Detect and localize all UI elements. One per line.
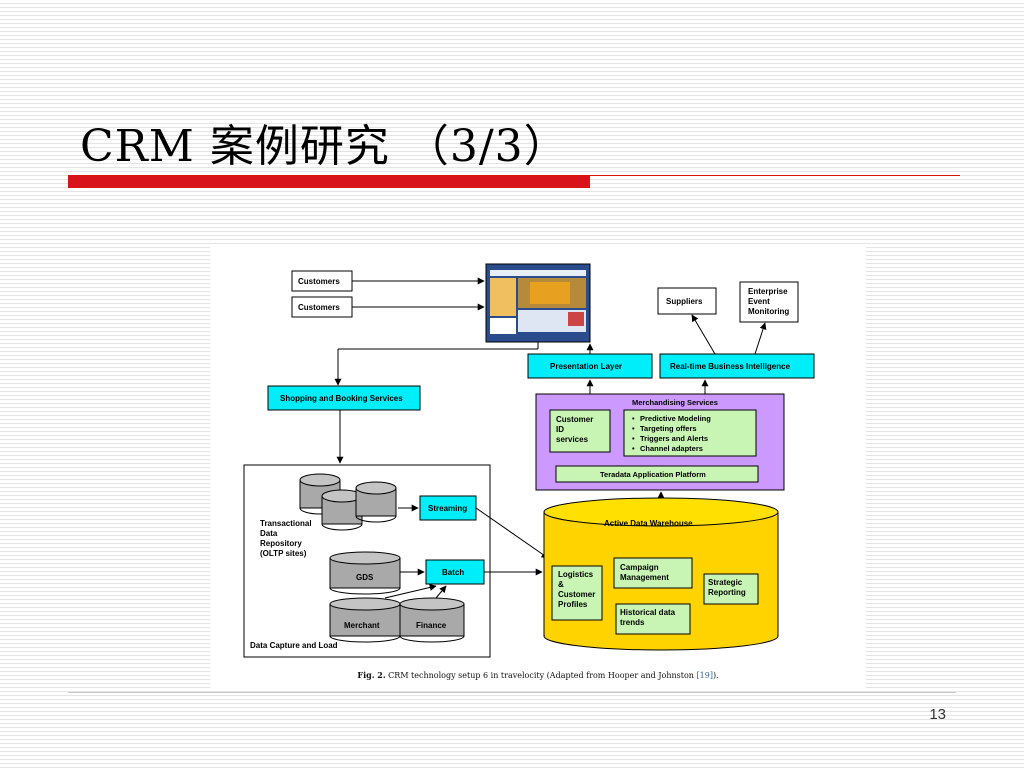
arrow-bi-suppliers — [691, 314, 716, 355]
enterprise-label-2: Event — [748, 297, 770, 306]
realtime-bi-label: Real-time Business Intelligence — [670, 362, 791, 371]
customer-id-label-1: Customer — [556, 415, 593, 424]
teradata-platform-label: Teradata Application Platform — [600, 470, 706, 479]
teradata-platform-box — [555, 465, 759, 483]
caption-end: ). — [712, 671, 719, 680]
figure-caption: Fig. 2. CRM technology setup 6 in travel… — [210, 670, 866, 680]
customers-label-2: Customers — [298, 303, 340, 312]
footer-rule — [68, 692, 956, 693]
logistics-label-1: Logistics — [558, 570, 594, 579]
customer-id-label-3: services — [556, 435, 589, 444]
logistics-label-3: Customer — [558, 590, 595, 599]
customer-id-box — [549, 409, 611, 453]
transactional-repo-label-4: (OLTP sites) — [260, 549, 307, 558]
caption-label: Fig. 2. — [357, 670, 386, 680]
batch-box — [425, 559, 485, 585]
arrow-finance-batch — [435, 585, 447, 599]
crm-architecture-figure: Customers Customers Suppliers Enterprise… — [210, 246, 866, 690]
realtime-bi-box — [659, 353, 815, 379]
batch-label: Batch — [442, 568, 464, 577]
presentation-layer-box — [527, 353, 653, 379]
bullet-dot-4: • — [632, 444, 635, 453]
finance-label: Finance — [416, 621, 447, 630]
shopping-booking-box — [267, 385, 421, 411]
slide-title: CRM 案例研究 （3/3） — [80, 121, 569, 172]
historical-label-1: Historical data — [620, 608, 676, 617]
streaming-box — [419, 495, 477, 521]
merchandising-title: Merchandising Services — [632, 398, 718, 407]
data-capture-load-label: Data Capture and Load — [250, 641, 338, 650]
title-underline-red — [68, 175, 590, 188]
oltp-database-cylinder-2 — [321, 489, 363, 531]
presentation-layer-label: Presentation Layer — [550, 362, 622, 371]
merchant-database-cylinder — [329, 597, 401, 643]
bullet-channel-adapters: Channel adapters — [640, 444, 703, 453]
strategic-label-1: Strategic — [708, 578, 743, 587]
caption-text: CRM technology setup 6 in travelocity (A… — [388, 671, 697, 680]
transactional-repo-label-3: Repository — [260, 539, 302, 548]
arrow-streaming-warehouse — [475, 507, 549, 559]
caption-reference-link[interactable]: [19] — [696, 671, 713, 680]
warehouse-title: Active Data Warehouse — [604, 519, 693, 528]
gds-database-cylinder — [329, 551, 401, 595]
suppliers-label: Suppliers — [666, 297, 703, 306]
architecture-diagram: Customers Customers Suppliers Enterprise… — [243, 263, 815, 658]
gds-label: GDS — [356, 573, 374, 582]
historical-label-2: trends — [620, 618, 645, 627]
finance-database-cylinder — [399, 597, 465, 643]
slide-number: 13 — [929, 706, 946, 723]
logistics-box — [551, 565, 603, 621]
merch-capabilities-box — [623, 409, 757, 457]
bullet-dot-1: • — [632, 414, 635, 423]
bullet-targeting-offers: Targeting offers — [640, 424, 697, 433]
bullet-dot-3: • — [632, 434, 635, 443]
bullet-dot-2: • — [632, 424, 635, 433]
strategic-label-2: Reporting — [708, 588, 746, 597]
campaign-label-2: Management — [620, 573, 669, 582]
arrow-merchant-batch — [384, 584, 437, 599]
arrow-bi-enterprise — [754, 322, 767, 355]
oltp-database-cylinder-3 — [355, 481, 397, 523]
logistics-label-2: & — [558, 580, 564, 589]
transactional-repo-label-2: Data — [260, 529, 278, 538]
customer-id-label-2: ID — [556, 425, 564, 434]
title-underline-thin — [590, 175, 960, 176]
suppliers-box — [657, 287, 717, 315]
streaming-label: Streaming — [428, 504, 467, 513]
strategic-reporting-box — [703, 573, 759, 605]
enterprise-label-3: Monitoring — [748, 307, 789, 316]
bullet-triggers-alerts: Triggers and Alerts — [640, 434, 708, 443]
historical-trends-box — [615, 603, 691, 635]
enterprise-label-1: Enterprise — [748, 287, 788, 296]
bullet-predictive-modeling: Predictive Modeling — [640, 414, 711, 423]
shopping-booking-label: Shopping and Booking Services — [280, 394, 403, 403]
campaign-label-1: Campaign — [620, 563, 659, 572]
transactional-repo-label-1: Transactional — [260, 519, 312, 528]
campaign-management-box — [613, 557, 693, 589]
customers-label-1: Customers — [298, 277, 340, 286]
logistics-label-4: Profiles — [558, 600, 588, 609]
enterprise-monitoring-box — [739, 281, 799, 323]
website-screenshot-image — [485, 263, 591, 343]
merchant-label: Merchant — [344, 621, 380, 630]
